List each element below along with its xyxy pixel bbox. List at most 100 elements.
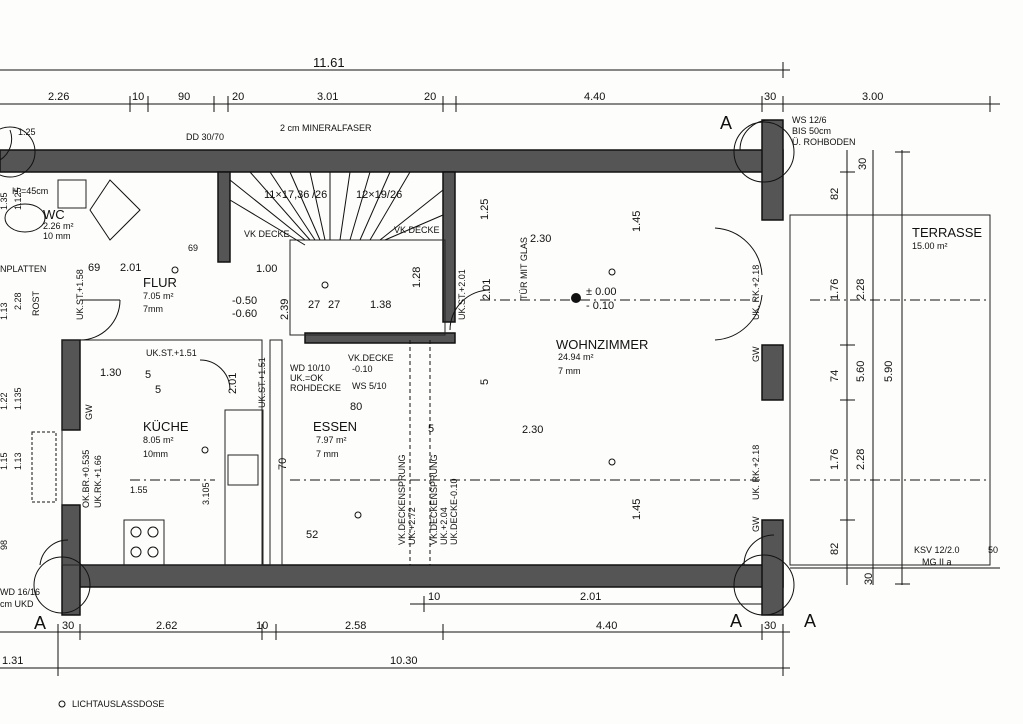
room-essen-area: 7.97 m² (316, 435, 347, 445)
wall-stair-right (442, 171, 456, 323)
dim-bottom-4: 2.58 (345, 620, 367, 632)
dim-left-4: 1.13 (0, 302, 9, 320)
dim-top-2: 10 (132, 91, 145, 103)
room-wc-floor: 10 mm (43, 231, 71, 241)
room-flur-floor: 7mm (143, 304, 163, 314)
dim-left-6: 1.15 (0, 452, 9, 470)
dim-right-30b: 30 (863, 572, 875, 585)
dim-top-5: 3.01 (317, 91, 339, 103)
wall-kitchen-essen (269, 339, 283, 566)
dim-130: 1.55 (130, 485, 148, 495)
dim-top-3: 90 (178, 91, 191, 103)
note-vk-decke-a: VK DECKE (244, 229, 290, 239)
dim-30: 69 (88, 262, 101, 274)
dim-138: 1.38 (370, 299, 392, 311)
dim-27a: 27 (308, 299, 321, 311)
note-ukst-d: UK.ST.+2.01 (457, 269, 467, 320)
room-wc-area: 2.26 m² (43, 221, 74, 231)
note-stair2: /26 (312, 189, 328, 201)
dim-145a: 1.45 (631, 210, 643, 232)
kitchen-stove (123, 519, 165, 566)
note-wd1616: WD 16/16 (0, 587, 41, 597)
section-a-1: A (720, 113, 733, 133)
dim-128: 1.28 (411, 266, 423, 288)
dim-left-10: 1.135 (13, 387, 23, 410)
dim-right-176b: 1.76 (829, 448, 841, 470)
wall-west-2 (61, 504, 81, 616)
note-vkdecken2: VK.DECKENSPRUNG (429, 454, 439, 545)
dim-125: 1.25 (479, 198, 491, 220)
note-vkdecke-c2: -0.10 (352, 364, 373, 374)
note-ksv: KSV 12/2.0 (914, 545, 960, 555)
note-ukst-c: UK.ST.+1.51 (257, 357, 267, 408)
wall-stair-left (217, 171, 231, 263)
dim-left-3: 2.28 (13, 292, 23, 310)
note-rohboden: Ü. ROHBODEN (792, 137, 856, 147)
note-ws-top: WS 12/6 (792, 115, 827, 125)
note-level-flur-a: -0.50 (232, 295, 258, 307)
dim-480: 2.01 (580, 591, 602, 603)
note-gw1: GW (751, 346, 761, 363)
dim-ticks-bottom (57, 596, 784, 676)
stair-lower (289, 239, 446, 336)
note-gw2: GW (751, 516, 761, 533)
terrace-outline (789, 214, 991, 566)
dim-88: 5 (145, 369, 152, 381)
dim-239: 2.39 (279, 298, 291, 320)
wall-north (0, 149, 784, 173)
note-stair3: 12×19/26 (356, 189, 403, 201)
dim-right-30: 30 (857, 157, 869, 170)
dim-left-1: 1.25 (18, 127, 36, 137)
note-stair1: 11×17,36 (264, 189, 310, 201)
dim-right-82: 82 (829, 187, 841, 200)
note-wd: WD 10/10 (290, 363, 331, 373)
room-wohnzimmer-name: WOHNZIMMER (556, 337, 649, 352)
note-level-wz-a: ± 0.00 (586, 286, 617, 298)
note-vkdecke-c: VK.DECKE (348, 353, 394, 363)
wall-east-top (761, 119, 784, 221)
dim-3105: 70 (277, 457, 289, 470)
kitchen-counter (224, 409, 264, 566)
dim-80: 5 (479, 378, 491, 385)
dim-bottom-2: 2.62 (156, 620, 178, 632)
dim-top-4: 20 (232, 91, 245, 103)
dim-69: 2.01 (120, 262, 142, 274)
dim-right-228b: 2.28 (855, 448, 867, 470)
note-mg: MG II a (922, 557, 952, 567)
stove-burners (130, 526, 159, 558)
note-cmukd: cm UKD (0, 599, 34, 609)
dim-right-228a: 2.28 (855, 278, 867, 300)
dim-bottom-1: 30 (62, 620, 75, 632)
dim-top-1: 2.26 (48, 91, 70, 103)
room-wohnzimmer-area: 24.94 m² (558, 352, 594, 362)
dim-left-5: 1.22 (0, 392, 9, 410)
room-flur-area: 7.05 m² (143, 291, 174, 301)
legend-lichtauslass: LICHTAUSLASSDOSE (72, 699, 165, 709)
dim-bottom-5: 4.40 (596, 620, 618, 632)
room-flur-name: FLUR (143, 275, 177, 290)
wall-east-bottom (761, 519, 784, 616)
room-terrasse-name: TERRASSE (912, 225, 983, 240)
dim-right-74: 74 (829, 369, 841, 382)
section-markers (0, 121, 795, 616)
dim-bottom-total-2: 10.30 (390, 655, 418, 667)
dim-top-9: 3.00 (862, 91, 884, 103)
dim-60: 69 (188, 243, 199, 253)
dim-230b: 2.30 (522, 424, 544, 436)
note-bis: BIS 50cm (792, 126, 832, 136)
dim-right-560: 5.60 (855, 360, 867, 382)
dim-top-8: 30 (764, 91, 777, 103)
dim-212: 80 (350, 401, 363, 413)
note-tuer: TÜR MIT GLAS (519, 237, 529, 300)
note-ukrk-a: UK. RK.+2.18 (751, 264, 761, 320)
dim-left-9: 1.125 (13, 187, 23, 210)
level-marker (571, 293, 581, 303)
wc-basin (57, 179, 87, 209)
dim-230a: 2.30 (530, 233, 552, 245)
wall-west-1 (61, 339, 81, 431)
room-kueche-area: 8.05 m² (143, 435, 174, 445)
dim-overall: 11.61 (313, 55, 345, 70)
note-ukst-b: UK.ST.+1.51 (146, 348, 197, 358)
wall-stair-bottom (304, 332, 456, 344)
